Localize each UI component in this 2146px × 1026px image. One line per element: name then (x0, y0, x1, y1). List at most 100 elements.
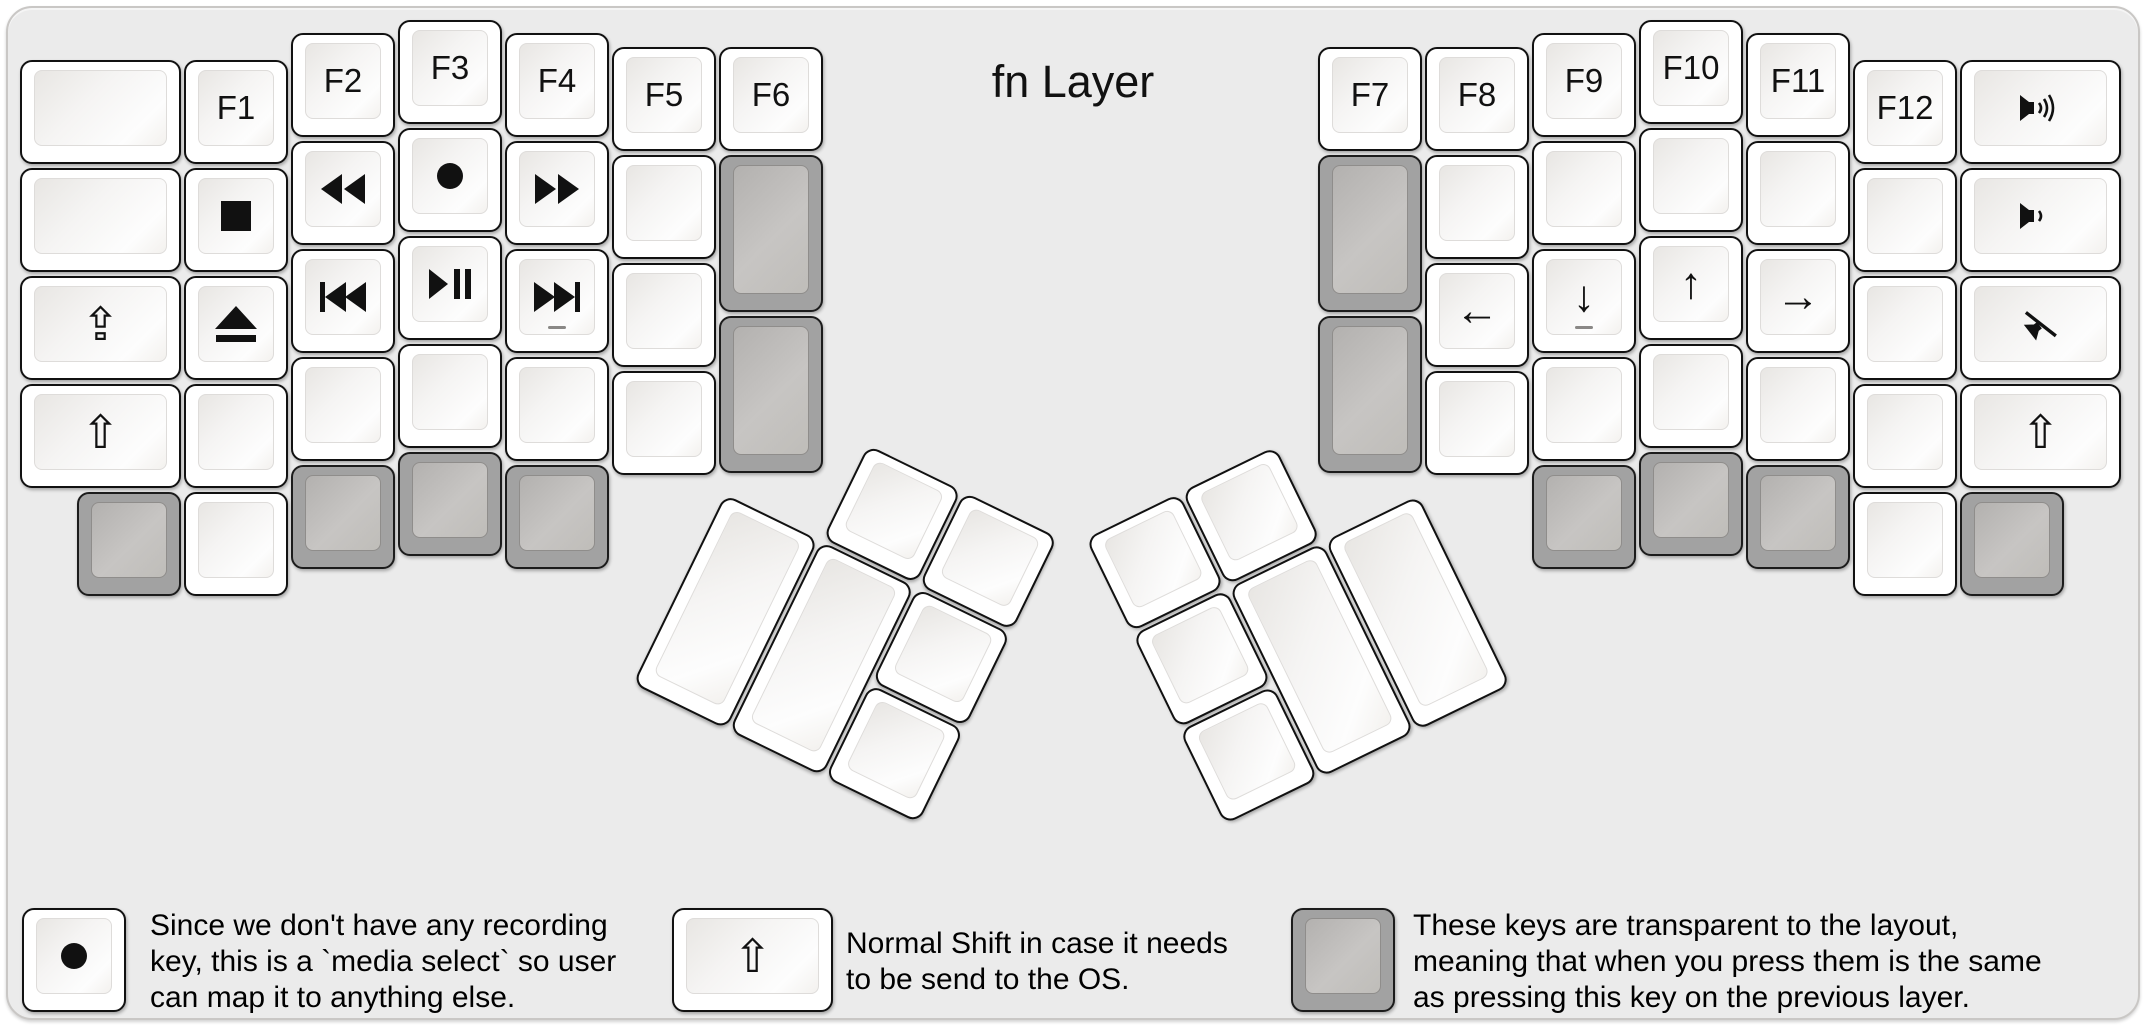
key-f7[interactable]: F7 (1318, 47, 1422, 151)
keytop (1305, 918, 1381, 994)
key-f2[interactable]: F2 (291, 33, 395, 137)
key-blank[interactable] (1425, 371, 1529, 475)
legend-line: key, this is a `media select` so user (150, 945, 617, 978)
key-blank[interactable] (1746, 141, 1850, 245)
key-play-pause[interactable] (398, 236, 502, 340)
key-blank[interactable] (20, 168, 181, 272)
key-stop[interactable] (184, 168, 288, 272)
key-f3[interactable]: F3 (398, 20, 502, 124)
mute-icon (2018, 306, 2064, 342)
key-blank[interactable] (1532, 141, 1636, 245)
key-transparent[interactable] (719, 155, 823, 312)
key-f4[interactable]: F4 (505, 33, 609, 137)
key-blank[interactable] (612, 263, 716, 367)
keytop (1867, 178, 1943, 254)
key-next-track[interactable] (505, 249, 609, 353)
keytop (733, 165, 809, 294)
key-label: F5 (644, 76, 684, 113)
key-blank[interactable] (291, 357, 395, 461)
key-transparent[interactable] (1318, 316, 1422, 473)
keytop (1760, 475, 1836, 551)
keytop: ⇧ (686, 918, 819, 994)
key-transparent[interactable] (1746, 465, 1850, 569)
keytop (626, 273, 702, 349)
key-blank[interactable] (1639, 128, 1743, 232)
arrow-down-icon: ↓ (1573, 272, 1595, 321)
key-transparent[interactable] (719, 316, 823, 473)
key-blank[interactable] (1425, 155, 1529, 259)
key-blank[interactable] (398, 344, 502, 448)
keytop (305, 367, 381, 443)
key-record[interactable] (398, 128, 502, 232)
key-f1[interactable]: F1 (184, 60, 288, 164)
keytop (1974, 502, 2050, 578)
key-arrow-right[interactable]: → (1746, 249, 1850, 353)
key-transparent[interactable] (1318, 155, 1422, 312)
key-label: F1 (216, 89, 256, 126)
arrow-up-icon: ↑ (1680, 259, 1702, 308)
key-f9[interactable]: F9 (1532, 33, 1636, 137)
key-blank[interactable] (20, 60, 181, 164)
key-blank[interactable] (1639, 344, 1743, 448)
key-transparent[interactable] (1639, 452, 1743, 556)
key-transparent[interactable] (1532, 465, 1636, 569)
key-f11[interactable]: F11 (1746, 33, 1850, 137)
key-f5[interactable]: F5 (612, 47, 716, 151)
key-record-legend[interactable] (22, 908, 126, 1012)
keytop: ⇪ (34, 286, 167, 362)
key-transparent[interactable] (77, 492, 181, 596)
key-transparent-legend[interactable] (1291, 908, 1395, 1012)
keytop (519, 367, 595, 443)
key-blank[interactable] (612, 155, 716, 259)
arrow-right-icon: → (1776, 272, 1820, 321)
keytop (1196, 700, 1298, 803)
keytop (34, 70, 167, 146)
keytop (845, 699, 948, 801)
key-blank[interactable] (184, 492, 288, 596)
key-f12[interactable]: F12 (1853, 60, 1957, 164)
legend-text-2: These keys are transparent to the layout… (1413, 908, 2042, 1016)
key-f8[interactable]: F8 (1425, 47, 1529, 151)
key-shift[interactable]: ⇧ (20, 384, 181, 488)
key-blank[interactable] (1853, 276, 1957, 380)
key-shift-legend[interactable]: ⇧ (672, 908, 833, 1012)
key-arrow-left[interactable]: ← (1425, 263, 1529, 367)
key-caps-lock[interactable]: ⇪ (20, 276, 181, 380)
key-arrow-down[interactable]: ↓ (1532, 249, 1636, 353)
key-blank[interactable] (1532, 357, 1636, 461)
legend-line: as pressing this key on the previous lay… (1413, 981, 1970, 1014)
key-rewind[interactable] (291, 141, 395, 245)
legend-line: These keys are transparent to the layout… (1413, 909, 1959, 942)
key-transparent[interactable] (291, 465, 395, 569)
prev-track-icon (320, 282, 366, 312)
keytop (36, 918, 112, 994)
key-eject[interactable] (184, 276, 288, 380)
key-label: F12 (1876, 89, 1934, 126)
key-blank[interactable] (1746, 357, 1850, 461)
key-volume-up[interactable] (1960, 60, 2121, 164)
key-blank[interactable] (1853, 384, 1957, 488)
key-transparent[interactable] (1960, 492, 2064, 596)
key-f10[interactable]: F10 (1639, 20, 1743, 124)
key-shift[interactable]: ⇧ (1960, 384, 2121, 488)
key-fast-forward[interactable] (505, 141, 609, 245)
keytop (91, 502, 167, 578)
key-blank[interactable] (505, 357, 609, 461)
keytop (1974, 70, 2107, 146)
key-blank[interactable] (612, 371, 716, 475)
key-volume-down[interactable] (1960, 168, 2121, 272)
keytop: F12 (1867, 70, 1943, 146)
key-blank[interactable] (1853, 168, 1957, 272)
key-transparent[interactable] (505, 465, 609, 569)
key-blank[interactable] (184, 384, 288, 488)
keytop: F10 (1653, 30, 1729, 106)
key-arrow-up[interactable]: ↑ (1639, 236, 1743, 340)
key-mute[interactable] (1960, 276, 2121, 380)
key-blank[interactable] (1853, 492, 1957, 596)
keytop (626, 381, 702, 457)
key-f6[interactable]: F6 (719, 47, 823, 151)
key-prev-track[interactable] (291, 249, 395, 353)
keytop (626, 165, 702, 241)
key-transparent[interactable] (398, 452, 502, 556)
